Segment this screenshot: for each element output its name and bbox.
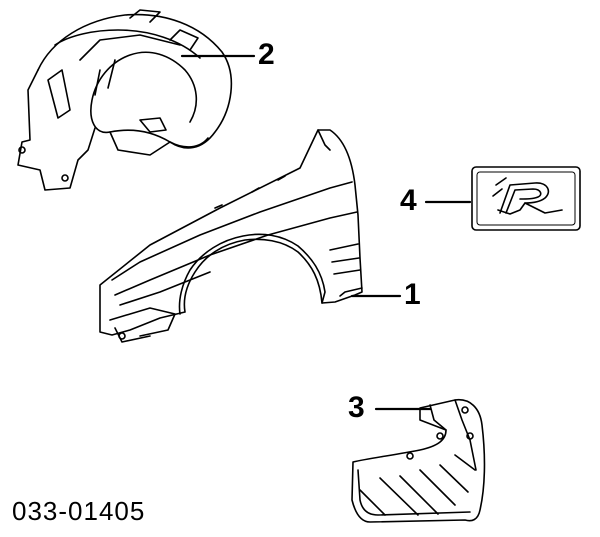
fender (99, 129, 363, 343)
callout-number-4: 4 (400, 184, 417, 217)
callout-number-1: 1 (404, 278, 421, 311)
diagram-code: 033-01405 (12, 496, 146, 526)
callout-number-3: 3 (348, 391, 365, 424)
r-emblem (471, 166, 581, 231)
callout-number-2: 2 (258, 38, 275, 71)
mud-flap (351, 399, 486, 523)
inner-wheel-liner (17, 9, 233, 191)
